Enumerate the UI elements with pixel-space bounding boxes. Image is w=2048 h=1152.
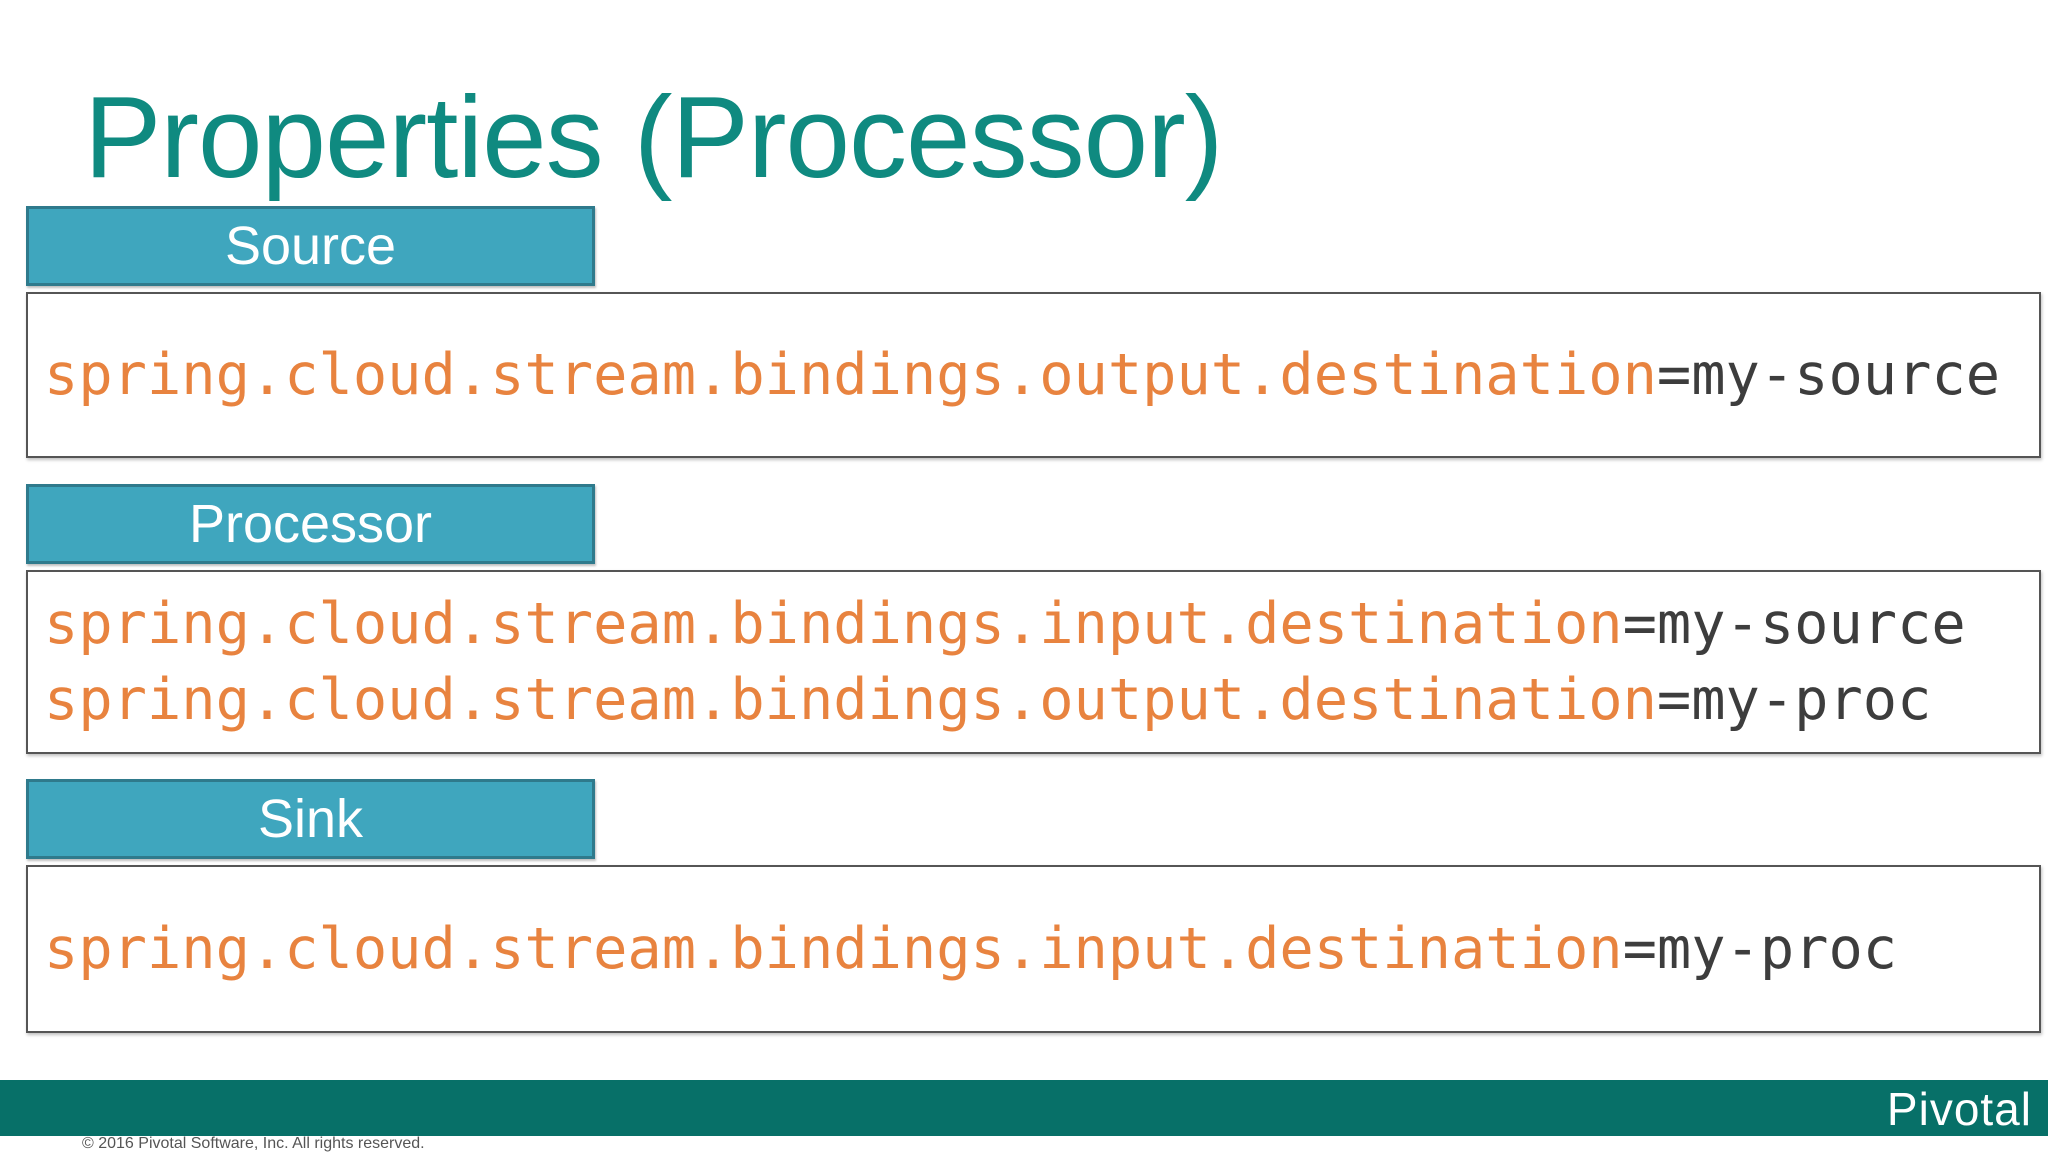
sink-tab: Sink [26,779,595,859]
code-line: spring.cloud.stream.bindings.input.desti… [44,911,2039,987]
property-key: spring.cloud.stream.bindings.input.desti… [44,591,1623,657]
property-value: =my-source [1622,591,1966,657]
code-line: spring.cloud.stream.bindings.output.dest… [44,662,2039,738]
property-key: spring.cloud.stream.bindings.output.dest… [44,667,1657,733]
property-key: spring.cloud.stream.bindings.input.desti… [44,916,1623,982]
sink-code-box: spring.cloud.stream.bindings.input.desti… [26,865,2041,1033]
source-tab: Source [26,206,595,286]
processor-code-box: spring.cloud.stream.bindings.input.desti… [26,570,2041,754]
slide-title: Properties (Processor) [84,72,1223,202]
pivotal-logo: Pivotal [1886,1083,2032,1135]
processor-tab: Processor [26,484,595,564]
code-line: spring.cloud.stream.bindings.output.dest… [44,337,2039,413]
property-value: =my-proc [1622,916,1898,982]
source-code-box: spring.cloud.stream.bindings.output.dest… [26,292,2041,458]
property-value: =my-source [1656,342,2001,408]
code-line: spring.cloud.stream.bindings.input.desti… [44,586,2039,662]
footer-bar [0,1080,2048,1136]
property-key: spring.cloud.stream.bindings.output.dest… [44,342,1657,408]
copyright-notice: © 2016 Pivotal Software, Inc. All rights… [82,1135,425,1152]
property-value: =my-proc [1656,667,1932,733]
